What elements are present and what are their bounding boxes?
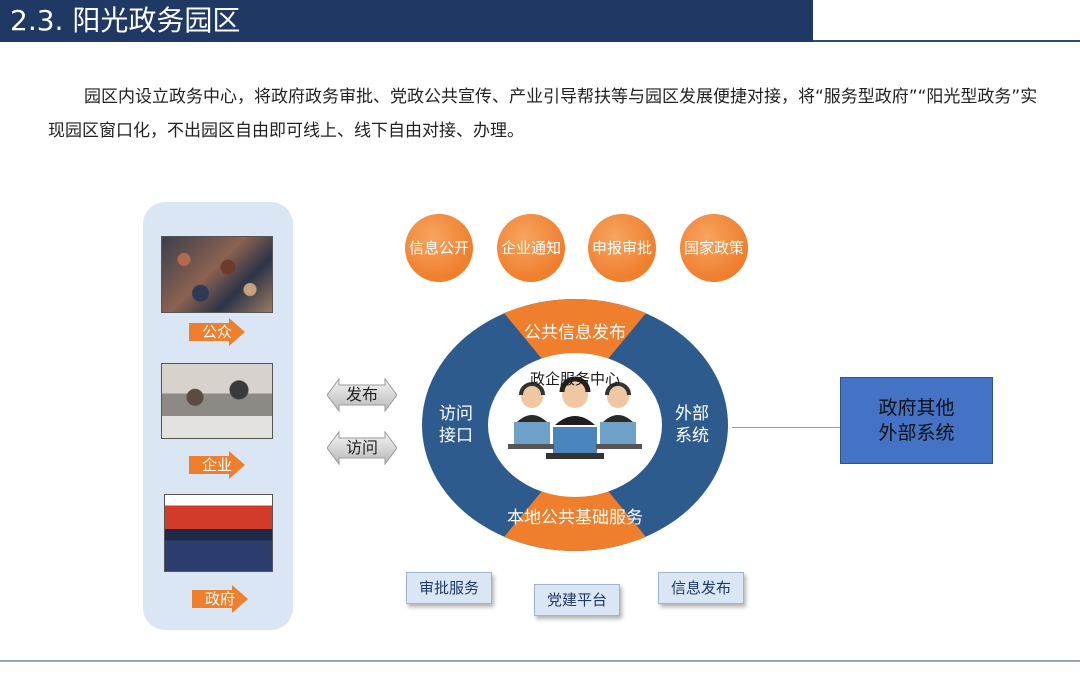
ring-label-external-system: 外部 系统 — [675, 404, 709, 446]
external-box-line2: 外部系统 — [878, 422, 955, 444]
enterprise-office-photo — [161, 363, 273, 439]
title-underline — [813, 40, 1080, 42]
double-arrow-icon — [327, 377, 397, 413]
enterprise-arrow: 企业 — [189, 451, 245, 479]
connector-line — [732, 427, 840, 428]
ring-label-public-info: 公共信息发布 — [524, 323, 626, 343]
party-platform-box: 党建平台 — [534, 584, 620, 616]
government-label: 政府 — [204, 590, 235, 608]
visit-channel-arrow: 访问 — [327, 430, 397, 466]
service-ring — [422, 299, 728, 551]
approval-service-box: 审批服务 — [406, 572, 492, 604]
visit-label: 访问 — [345, 438, 378, 457]
government-hall-photo — [164, 494, 273, 572]
page-title: 2.3. 阳光政务园区 — [10, 4, 241, 37]
topic-info-disclosure: 信息公开 — [405, 214, 473, 282]
orange-arrow-icon — [192, 585, 248, 613]
publish-channel-arrow: 发布 — [327, 377, 397, 413]
topic-national-policy: 国家政策 — [680, 214, 748, 282]
orange-arrow-icon — [189, 451, 245, 479]
topic-application-approval: 申报审批 — [588, 214, 656, 282]
footer-divider — [0, 660, 1080, 662]
info-release-box: 信息发布 — [658, 572, 744, 604]
public-crowd-photo — [161, 236, 273, 313]
title-bar: 2.3. 阳光政务园区 — [0, 0, 813, 42]
orange-arrow-icon — [189, 318, 245, 346]
public-arrow: 公众 — [189, 318, 245, 346]
intro-paragraph: 园区内设立政务中心，将政府政务审批、党政公共宣传、产业引导帮扶等与园区发展便捷对… — [48, 87, 1038, 141]
ring-label-access-interface: 访问 接口 — [439, 404, 473, 446]
ring-label-local-services: 本地公共基础服务 — [507, 508, 643, 528]
public-label: 公众 — [201, 323, 232, 341]
external-systems-box: 政府其他 外部系统 — [840, 377, 993, 464]
double-arrow-icon — [327, 430, 397, 466]
external-box-line1: 政府其他 — [878, 397, 955, 419]
enterprise-label: 企业 — [201, 456, 232, 474]
publish-label: 发布 — [345, 385, 378, 404]
government-arrow: 政府 — [192, 585, 248, 613]
call-center-agents-icon — [508, 376, 642, 459]
service-center-title: 政企服务中心 — [529, 370, 620, 388]
topic-enterprise-notice: 企业通知 — [497, 214, 565, 282]
